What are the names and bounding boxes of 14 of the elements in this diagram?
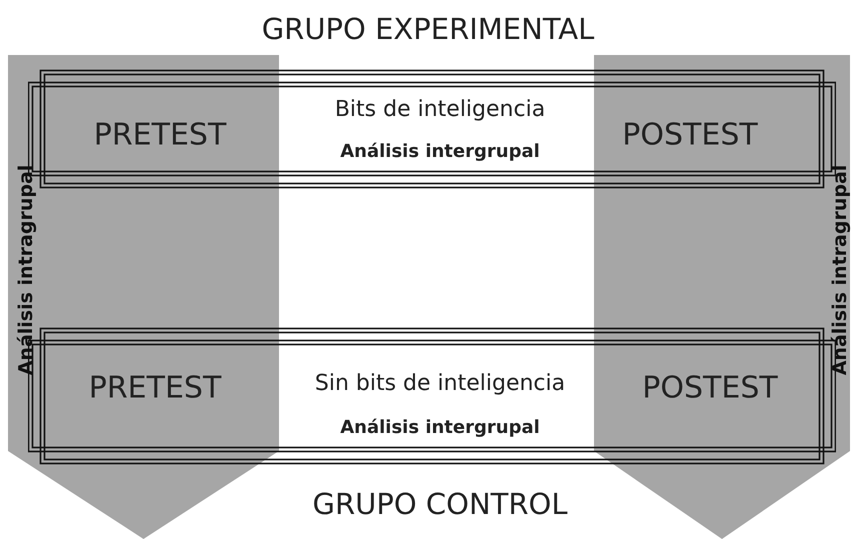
phase-label: POSTEST	[642, 372, 778, 404]
phase-label: PRETEST	[94, 118, 226, 152]
treatment-label: Sin bits de inteligencia	[314, 372, 566, 396]
analysis-label: Análisis intragrupal	[829, 164, 851, 376]
chevron-column	[8, 55, 279, 539]
group-heading: GRUPO CONTROL	[312, 489, 568, 521]
group-heading: GRUPO EXPERIMENTAL	[262, 14, 594, 46]
chevron-column	[594, 55, 850, 539]
analysis-label: Análisis intergrupal	[340, 418, 540, 438]
phase-label: POSTEST	[622, 118, 758, 152]
analysis-label: Análisis intergrupal	[340, 142, 540, 162]
phase-label: PRETEST	[88, 372, 222, 404]
treatment-label: Bits de inteligencia	[334, 98, 546, 122]
analysis-label: Análisis intragrupal	[15, 164, 37, 376]
